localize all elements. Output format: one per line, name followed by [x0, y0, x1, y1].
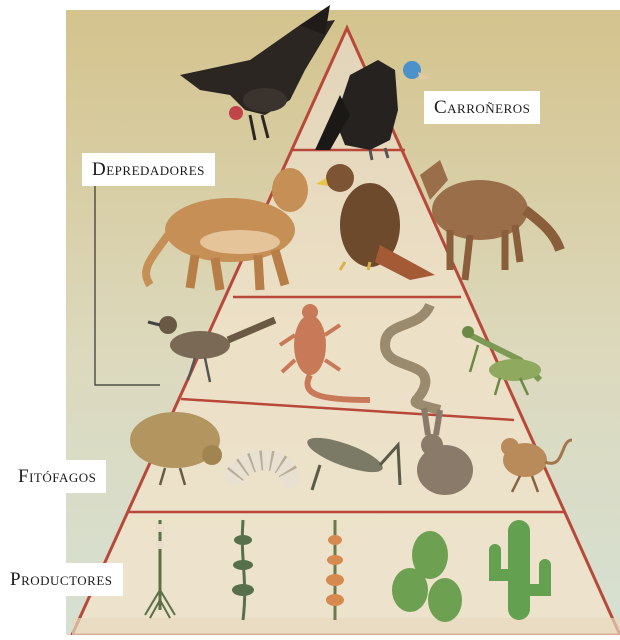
label-producers: Productores [0, 563, 123, 596]
label-scavengers: Carroñeros [424, 91, 540, 124]
ground [72, 618, 620, 635]
label-predators: Depredadores [82, 153, 215, 186]
label-herbivores: Fitófagos [8, 460, 106, 493]
